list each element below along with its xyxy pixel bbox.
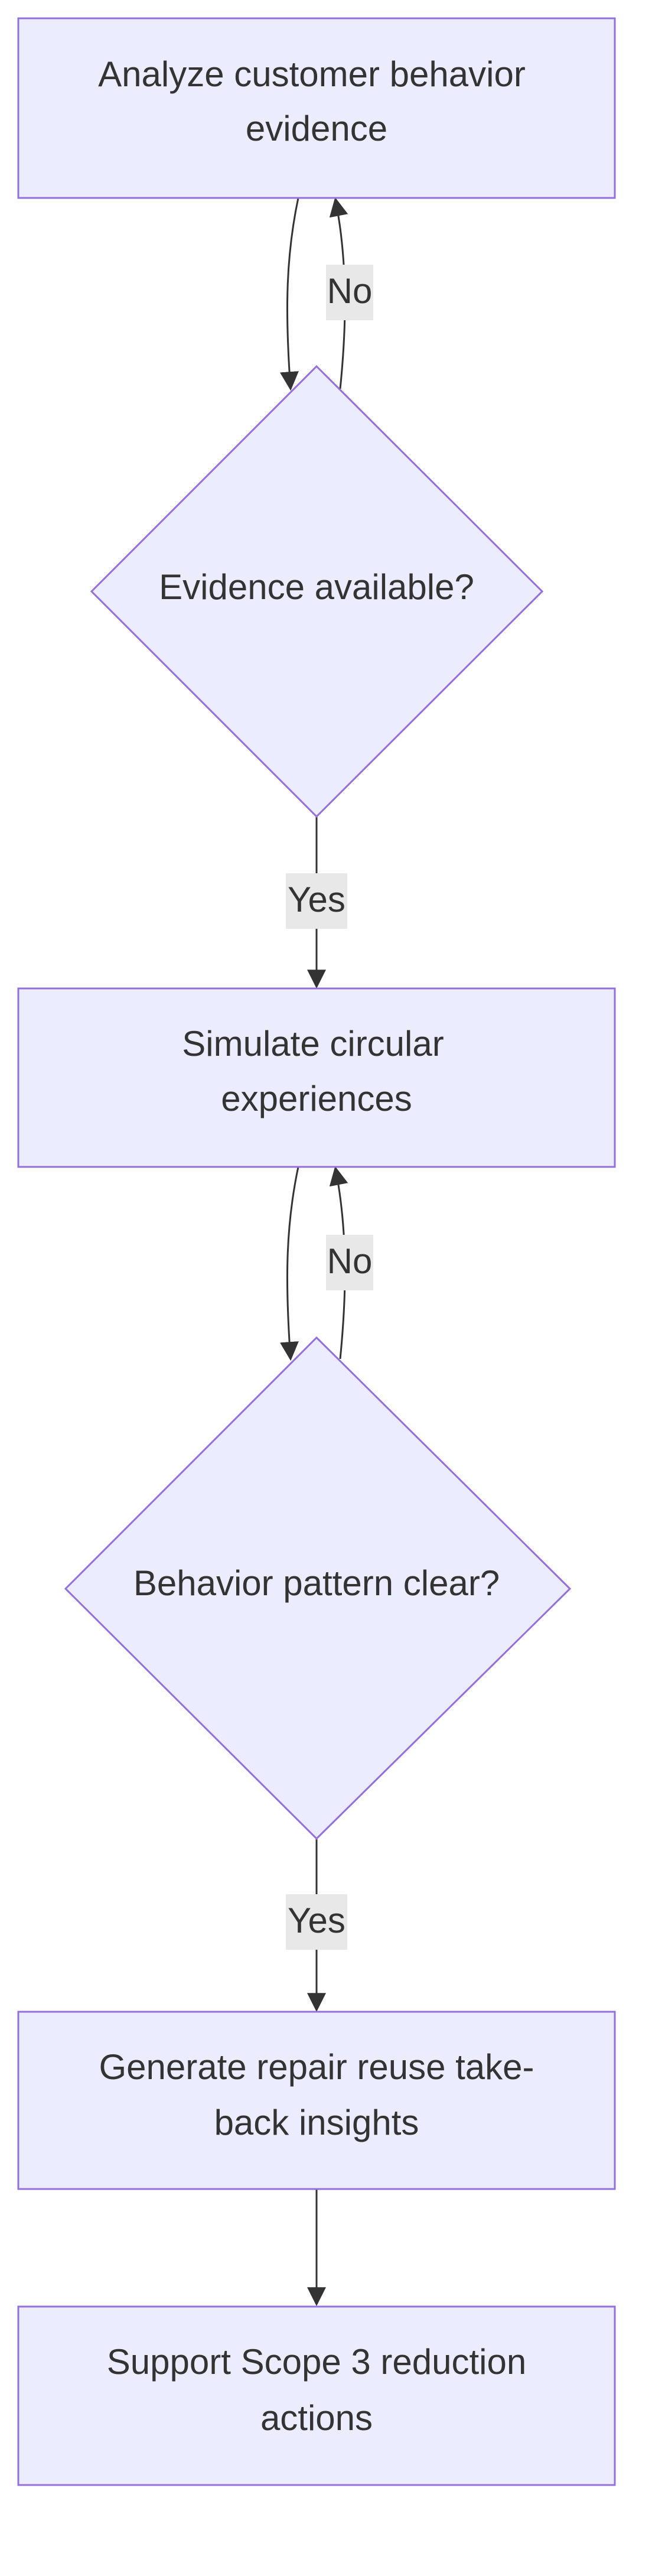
nodes: Analyze customer behavior evidence Evide… xyxy=(17,17,616,2486)
node-simulate-line1: Simulate circular xyxy=(182,1024,444,1063)
edge-label-yes-1-text: Yes xyxy=(288,880,345,919)
edge-label-yes-2-text: Yes xyxy=(288,1901,345,1940)
node-generate-line1: Generate repair reuse take- xyxy=(99,2047,534,2087)
node-analyze-line2: evidence xyxy=(246,109,387,148)
node-generate-insights[interactable]: Generate repair reuse take- back insight… xyxy=(17,2011,616,2190)
edge-simulate-to-pattern-check xyxy=(279,1166,299,1361)
node-simulate-line2: experiences xyxy=(221,1079,412,1118)
node-support-line1: Support Scope 3 reduction xyxy=(107,2342,526,2382)
node-behavior-pattern-decision[interactable]: Behavior pattern clear? xyxy=(64,1336,572,1840)
edge-label-no-2: No xyxy=(326,1235,373,1290)
node-analyze-evidence[interactable]: Analyze customer behavior evidence xyxy=(17,17,616,199)
edge-label-yes-1: Yes xyxy=(286,873,347,929)
node-pattern-check-text: Behavior pattern clear? xyxy=(133,1563,500,1603)
node-support-scope3[interactable]: Support Scope 3 reduction actions xyxy=(17,2305,616,2486)
node-generate-line2: back insights xyxy=(214,2103,419,2142)
edge-label-no-1-text: No xyxy=(327,271,373,311)
node-support-line2: actions xyxy=(260,2398,373,2438)
edge-analyze-to-evidence-check xyxy=(279,197,299,391)
edge-label-yes-2: Yes xyxy=(286,1894,347,1950)
edge-labels: No Yes No Yes xyxy=(286,265,373,1950)
node-evidence-check-text: Evidence available? xyxy=(159,567,474,607)
edge-label-no-1: No xyxy=(326,265,373,320)
edge-label-no-2-text: No xyxy=(327,1241,373,1281)
node-evidence-available-decision[interactable]: Evidence available? xyxy=(90,365,544,818)
node-simulate-experiences[interactable]: Simulate circular experiences xyxy=(17,987,616,1168)
node-analyze-line1: Analyze customer behavior xyxy=(98,54,526,94)
